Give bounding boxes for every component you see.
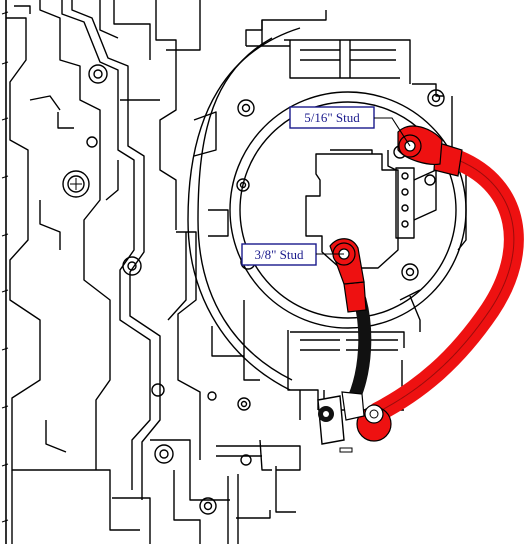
callout-label-3-8: 3/8" Stud bbox=[254, 247, 304, 262]
callout-5-16-stud: 5/16" Stud bbox=[289, 106, 411, 147]
callout-label-5-16: 5/16" Stud bbox=[304, 110, 360, 125]
ring-terminal-output bbox=[356, 404, 392, 442]
ring-terminal-5-16 bbox=[397, 125, 443, 165]
alternator-bracket bbox=[187, 10, 467, 544]
negative-cable bbox=[317, 238, 372, 453]
ring-terminal-3-8 bbox=[329, 238, 365, 285]
callout-3-8-stud: 3/8" Stud bbox=[241, 243, 344, 266]
engine-block bbox=[1, 0, 271, 544]
positive-cable bbox=[356, 125, 524, 442]
